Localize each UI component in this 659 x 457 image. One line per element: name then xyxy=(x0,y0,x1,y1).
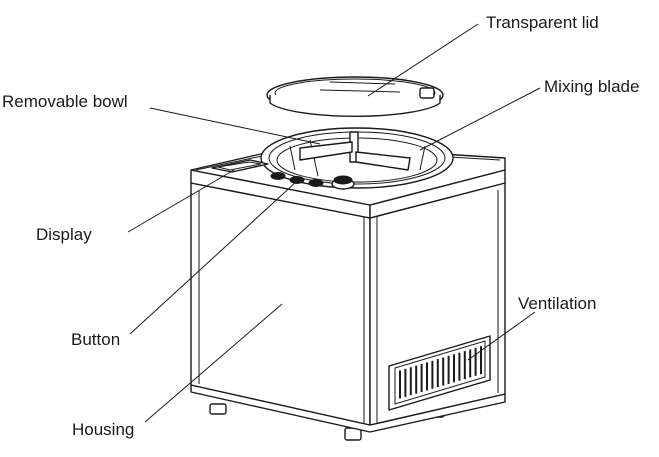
label-ventilation: Ventilation xyxy=(518,294,596,313)
label-transparent-lid: Transparent lid xyxy=(486,13,599,32)
label-mixing-blade: Mixing blade xyxy=(544,77,639,96)
label-display: Display xyxy=(36,225,92,244)
housing xyxy=(190,144,506,441)
transparent-lid xyxy=(266,76,444,118)
mixing-blade xyxy=(299,131,411,171)
label-button: Button xyxy=(71,330,120,349)
label-removable-bowl: Removable bowl xyxy=(2,92,128,111)
label-housing: Housing xyxy=(72,420,134,439)
display-panel xyxy=(211,159,269,173)
control-buttons xyxy=(270,172,355,190)
leader-lines xyxy=(127,23,541,423)
ventilation-grille xyxy=(388,335,491,411)
